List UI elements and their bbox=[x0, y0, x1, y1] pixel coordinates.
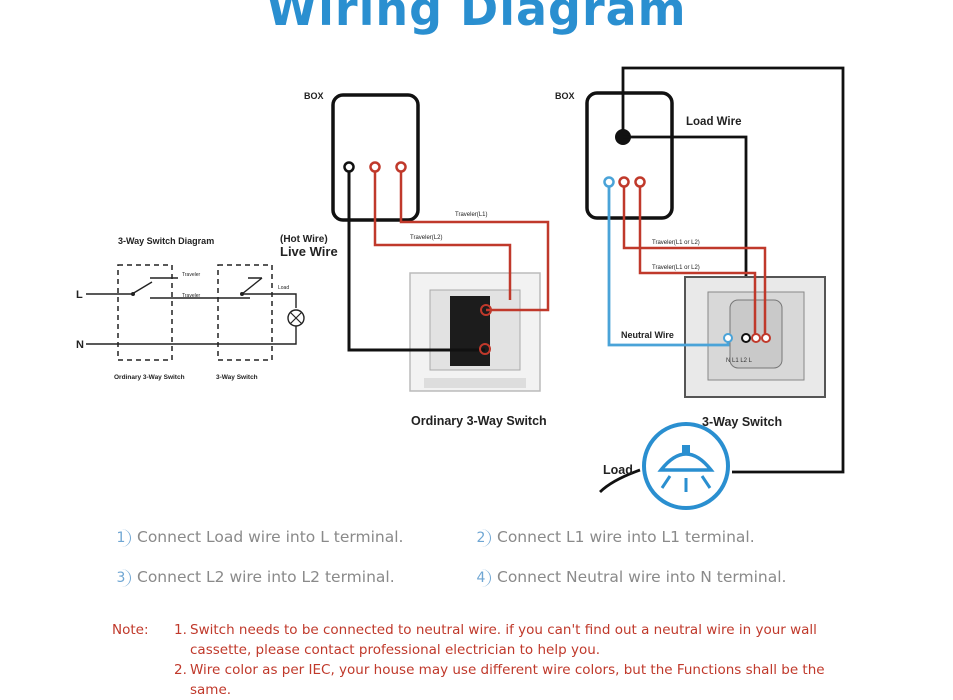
ordinary-switch-caption: Ordinary 3-Way Switch bbox=[411, 414, 547, 428]
step-text: Connect Neutral wire into N terminal. bbox=[497, 568, 787, 586]
schematic: 3-Way Switch Diagram L N Traveler Travel… bbox=[76, 236, 305, 381]
ordinary-switch-small-label: Ordinary 3-Way Switch bbox=[114, 374, 185, 381]
wiring-diagram: 3-Way Switch Diagram L N Traveler Travel… bbox=[76, 66, 845, 510]
traveler-label-2: Traveler bbox=[182, 293, 200, 299]
step-2: 2 Connect L1 wire into L1 terminal. bbox=[472, 528, 755, 547]
traveler-a-label: Traveler(L1 or L2) bbox=[652, 240, 700, 246]
note-number: 1. bbox=[174, 622, 187, 638]
traveler-label-1: Traveler bbox=[182, 272, 200, 278]
lamp-icon bbox=[642, 422, 730, 510]
step-3: 3 Connect L2 wire into L2 terminal. bbox=[112, 568, 395, 587]
load-wire-outer bbox=[621, 66, 845, 474]
traveler-wire-a bbox=[622, 182, 767, 334]
three-way-switch-caption: 3-Way Switch bbox=[702, 415, 782, 429]
neutral-wire-label: Neutral Wire bbox=[621, 330, 674, 340]
load-label-small: Load bbox=[278, 285, 289, 291]
box-label-left: BOX bbox=[304, 91, 324, 101]
switch-box-2 bbox=[217, 264, 273, 361]
traveler-l1-wire bbox=[399, 167, 550, 312]
svg-text:N L1 L2 L: N L1 L2 L bbox=[726, 358, 753, 364]
live-wire bbox=[347, 167, 485, 352]
step-text: Connect L2 wire into L2 terminal. bbox=[137, 568, 395, 586]
step-number: 4 bbox=[472, 569, 491, 587]
note-prefix: Note: bbox=[112, 622, 149, 638]
page-title: Wiring Diagram bbox=[266, 0, 687, 36]
load-label: Load bbox=[603, 463, 633, 477]
note-text: Wire color as per IEC, your house may us… bbox=[190, 662, 825, 698]
traveler-l1-label: Traveler(L1) bbox=[455, 212, 487, 218]
note-text: Switch needs to be connected to neutral … bbox=[190, 622, 817, 658]
traveler-wire-b bbox=[638, 182, 757, 334]
step-1: 1 Connect Load wire into L terminal. bbox=[112, 528, 403, 547]
traveler-b-label: Traveler(L1 or L2) bbox=[652, 265, 700, 271]
junction-box-right bbox=[585, 91, 674, 220]
switch-box-1 bbox=[117, 264, 173, 361]
load-wire-to-switch bbox=[623, 135, 748, 332]
note-block: Note: 1.Switch needs to be connected to n… bbox=[112, 620, 842, 700]
label-l: L bbox=[76, 289, 83, 301]
step-number: 2 bbox=[472, 529, 491, 547]
step-number: 1 bbox=[112, 529, 131, 547]
load-wire-label: Load Wire bbox=[686, 116, 741, 128]
traveler-l2-label: Traveler(L2) bbox=[410, 235, 442, 241]
box-label-right: BOX bbox=[555, 91, 575, 101]
hot-wire-label: (Hot Wire) bbox=[280, 234, 328, 245]
step-text: Connect L1 wire into L1 terminal. bbox=[497, 528, 755, 546]
three-way-switch-wiring: BOX Load Wire N L1 L2 L Traveler(L1 or L… bbox=[555, 66, 845, 510]
label-n: N bbox=[76, 339, 84, 351]
schematic-lines bbox=[86, 277, 297, 308]
step-text: Connect Load wire into L terminal. bbox=[137, 528, 404, 546]
live-wire-label: Live Wire bbox=[280, 244, 338, 259]
traveler-l2-wire bbox=[373, 167, 512, 300]
ordinary-switch-wiring: BOX (Hot Wire) Live Wire Traveler(L1) Tr… bbox=[280, 91, 550, 428]
note-number: 2. bbox=[174, 662, 187, 678]
step-number: 3 bbox=[112, 569, 131, 587]
step-4: 4 Connect Neutral wire into N terminal. bbox=[472, 568, 786, 587]
three-way-small-label: 3-Way Switch bbox=[216, 374, 258, 381]
schematic-title: 3-Way Switch Diagram bbox=[118, 236, 214, 246]
